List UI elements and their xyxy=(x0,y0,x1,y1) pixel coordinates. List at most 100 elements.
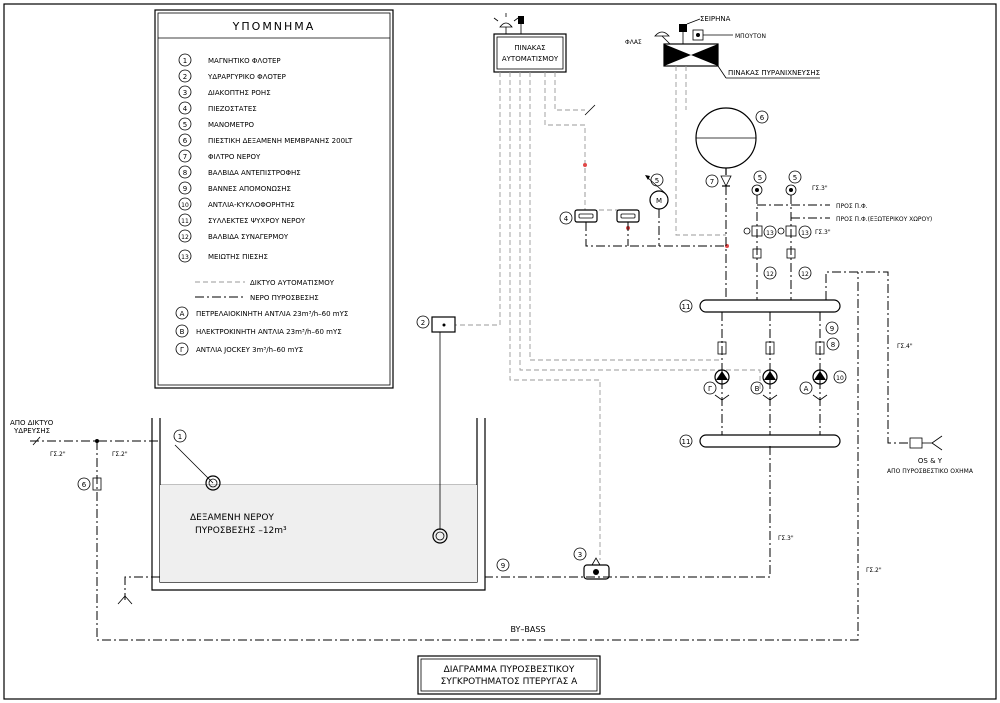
legend-item-number-circle xyxy=(178,133,192,147)
svg-text:11: 11 xyxy=(682,303,691,311)
legend-item-number: 6 xyxy=(183,137,188,145)
svg-text:3: 3 xyxy=(578,551,582,559)
svg-text:12: 12 xyxy=(801,271,809,278)
flow-switch: 3 9 xyxy=(496,547,610,580)
pressure-gauges: 5 5 M 5 xyxy=(645,170,802,210)
svg-text:ΑΠΟ ΠΥΡΟΣΒΕΣΤΙΚΟ ΟΧΗΜΑ: ΑΠΟ ΠΥΡΟΣΒΕΣΤΙΚΟ ΟΧΗΜΑ xyxy=(887,468,974,475)
svg-text:A: A xyxy=(804,385,809,393)
legend-pump-letter-circle xyxy=(175,342,189,356)
legend-item-number-circle xyxy=(178,149,192,163)
legend-pump-letter: B xyxy=(180,328,185,336)
svg-text:ΓΣ.2": ΓΣ.2" xyxy=(866,567,882,574)
legend-item-text: ΑΝΤΛΙΑ-ΚΥΚΛΟΦΟΡΗΤΗΣ xyxy=(208,201,295,209)
mercury-float: 2 xyxy=(416,315,456,544)
legend-pump-letter: Γ xyxy=(180,346,184,354)
svg-text:9: 9 xyxy=(830,325,834,333)
svg-text:ΠΡΟΣ Π.Φ.(ΕΞΩΤΕΡΙΚΟΥ ΧΩΡΟΥ): ΠΡΟΣ Π.Φ.(ΕΞΩΤΕΡΙΚΟΥ ΧΩΡΟΥ) xyxy=(836,216,932,223)
svg-text:7: 7 xyxy=(710,178,714,186)
title-block: ΔΙΑΓΡΑΜΜΑ ΠΥΡΟΣΒΕΣΤΙΚΟΥ ΣΥΓΚΡΟΤΗΜΑΤΟΣ ΠΤ… xyxy=(417,655,601,695)
svg-text:10: 10 xyxy=(836,375,844,382)
svg-text:ΑΥΤΟΜΑΤΙΣΜΟΥ: ΑΥΤΟΜΑΤΙΣΜΟΥ xyxy=(502,55,559,63)
legend-item-number-circle xyxy=(178,181,192,195)
legend-item-number: 8 xyxy=(183,169,187,177)
legend-item-number: 12 xyxy=(181,234,189,241)
legend-automation-line: ΔΙΚΤΥΟ ΑΥΤΟΜΑΤΙΣΜΟΥ xyxy=(250,279,335,287)
legend-item-text: ΥΔΡΑΡΓΥΡΙΚΟ ΦΛΟΤΕΡ xyxy=(207,73,286,81)
svg-text:8: 8 xyxy=(831,341,835,349)
legend-item-text: ΜΕΙΩΤΗΣ ΠΙΕΣΗΣ xyxy=(208,253,268,261)
svg-text:ΠΥΡΟΣΒΕΣΗΣ –12m³: ΠΥΡΟΣΒΕΣΗΣ –12m³ xyxy=(195,526,287,536)
fire-water-piping xyxy=(30,186,910,641)
legend-item-text: ΜΑΝΟΜΕΤΡΟ xyxy=(208,121,255,129)
svg-text:OS & Y: OS & Y xyxy=(918,457,943,465)
legend-item-number: 11 xyxy=(181,218,189,225)
legend-item-number: 3 xyxy=(183,89,187,97)
flash-icon xyxy=(654,31,670,37)
magnetic-float: 1 xyxy=(173,429,221,491)
svg-text:11: 11 xyxy=(682,438,691,446)
pumps: Γ B A 10 8 9 xyxy=(703,321,847,401)
legend-pump-letter-circle xyxy=(175,306,189,320)
legend-item-number-circle xyxy=(178,229,192,243)
svg-text:5: 5 xyxy=(655,177,659,185)
legend-pump-text: ΑΝΤΛΙΑ JOCKEY 3m³/h–60 mΥΣ xyxy=(196,346,303,354)
pressure-switches: 4 xyxy=(559,209,640,225)
svg-text:B: B xyxy=(755,385,760,393)
svg-text:6: 6 xyxy=(760,114,765,122)
legend-item-number: 2 xyxy=(183,73,187,81)
svg-text:9: 9 xyxy=(501,562,505,570)
svg-text:ΑΠΟ ΔΙΚΤΥΟ: ΑΠΟ ΔΙΚΤΥΟ xyxy=(10,419,54,427)
legend-item-text: ΒΑΝΝΕΣ ΑΠΟΜΟΝΩΣΗΣ xyxy=(208,185,291,193)
legend-item-number-circle xyxy=(178,117,192,131)
svg-text:ΦΛΑΣ: ΦΛΑΣ xyxy=(625,39,642,46)
water-tank: ΔΕΞΑΜΕΝΗ ΝΕΡΟΥ ΠΥΡΟΣΒΕΣΗΣ –12m³ xyxy=(151,418,486,591)
svg-text:13: 13 xyxy=(766,230,774,237)
svg-text:M: M xyxy=(656,197,662,205)
siren-icon xyxy=(518,16,524,24)
collector-headers: 11 11 xyxy=(679,299,841,448)
title-line-1: ΔΙΑΓΡΑΜΜΑ ΠΥΡΟΣΒΕΣΤΙΚΟΥ xyxy=(444,665,575,675)
legend-fire-line: ΝΕΡΟ ΠΥΡΟΣΒΕΣΗΣ xyxy=(250,294,319,302)
svg-text:5: 5 xyxy=(758,174,762,182)
legend-item-number: 9 xyxy=(183,185,187,193)
legend-item-number-circle xyxy=(178,85,192,99)
svg-text:ΓΣ.3": ΓΣ.3" xyxy=(778,535,794,542)
svg-text:4: 4 xyxy=(564,215,569,223)
svg-text:ΓΣ.2": ΓΣ.2" xyxy=(50,451,66,458)
legend-item-number-circle xyxy=(178,249,192,263)
legend-item-number-circle xyxy=(178,165,192,179)
legend-item-number-circle xyxy=(178,197,192,211)
svg-text:ΥΔΡΕΥΣΗΣ: ΥΔΡΕΥΣΗΣ xyxy=(13,427,50,435)
flash-lamp-icon xyxy=(499,22,513,28)
legend-item-text: ΠΙΕΖΟΣΤΑΤΕΣ xyxy=(208,105,257,113)
automation-wiring xyxy=(455,66,761,560)
legend-item-number-circle xyxy=(178,101,192,115)
bypass-label: BY–BASS xyxy=(510,625,545,634)
svg-text:ΠΙΝΑΚΑΣ: ΠΙΝΑΚΑΣ xyxy=(514,44,545,52)
legend-item-text: ΒΑΛΒΙΔΑ ΣΥΝΑΓΕΡΜΟΥ xyxy=(208,233,289,241)
legend-title: ΥΠΟΜΝΗΜΑ xyxy=(232,20,316,33)
osy-fire-truck-inlet: OS & Y ΑΠΟ ΠΥΡΟΣΒΕΣΤΙΚΟ ΟΧΗΜΑ xyxy=(887,435,974,475)
legend-item-number-circle xyxy=(178,213,192,227)
pressure-tank: 6 xyxy=(695,107,769,175)
svg-text:ΣΕΙΡΗΝΑ: ΣΕΙΡΗΝΑ xyxy=(700,15,731,23)
legend-item-text: ΒΑΛΒΙΔΑ ΑΝΤΕΠΙΣΤΡΟΦΗΣ xyxy=(208,169,301,177)
legend-item-number: 5 xyxy=(183,121,187,129)
svg-text:ΔΕΞΑΜΕΝΗ ΝΕΡΟΥ: ΔΕΞΑΜΕΝΗ ΝΕΡΟΥ xyxy=(190,513,274,523)
legend-item-number: 10 xyxy=(181,202,189,209)
title-line-2: ΣΥΓΚΡΟΤΗΜΑΤΟΣ ΠΤΕΡΥΓΑΣ Α xyxy=(441,677,579,687)
legend-item-text: ΠΙΕΣΤΙΚΗ ΔΕΞΑΜΕΝΗ ΜΕΜΒΡΑΝΗΣ 200LT xyxy=(208,137,353,145)
svg-text:Γ: Γ xyxy=(708,385,712,393)
fire-detection-panel: ΣΕΙΡΗΝΑ ΦΛΑΣ ΜΠΟΥΤΟΝ ΠΙΝΑΚΑΣ ΠΥΡΑΝΙΧΝΕΥΣ… xyxy=(625,15,820,79)
svg-text:13: 13 xyxy=(801,230,809,237)
legend-pump-text: ΗΛΕΚΤΡΟΚΙΝΗΤΗ ΑΝΤΛΙΑ 23m³/h–60 mΥΣ xyxy=(196,328,342,336)
water-inlet: ΑΠΟ ΔΙΚΤΥΟ ΥΔΡΕΥΣΗΣ ΓΣ.2" ΓΣ.2" 6 xyxy=(10,419,128,491)
legend-item-number: 13 xyxy=(181,254,189,261)
legend-item-text: ΦΙΛΤΡΟ ΝΕΡΟΥ xyxy=(208,153,261,161)
svg-text:6: 6 xyxy=(82,481,87,489)
pump-diesel-icon xyxy=(812,369,828,385)
